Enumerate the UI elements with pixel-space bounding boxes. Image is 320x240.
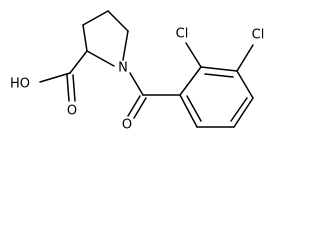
molecule-structure: HO O N O Cl Cl — [10, 10, 265, 133]
ring-nitrogen-label: N — [118, 61, 128, 76]
bond-n-c2 — [86, 50, 115, 67]
bond-ar6-ar1 — [179, 94, 198, 128]
bond-ar2-cl — [185, 42, 202, 68]
acid-carbonyl-oxygen-label: O — [67, 104, 77, 119]
bond-ar4-ar5 — [233, 97, 254, 128]
bond-ar3-ar4 — [236, 70, 254, 99]
amide-carbonyl-oxygen-label: O — [122, 118, 132, 133]
chlorine-label-right: Cl — [252, 28, 265, 43]
bond-carboxyl-double-outer — [66, 74, 70, 102]
bond-aromatic-inner-a — [204, 73, 234, 78]
bond-c5-n — [122, 30, 129, 61]
carboxylic-acid-group — [39, 50, 88, 102]
hydroxyl-label: HO — [10, 77, 30, 92]
amide-carbonyl-group — [127, 72, 181, 119]
bond-c2-c3 — [82, 24, 88, 52]
bond-ar1-ar2 — [179, 66, 202, 96]
bond-c2-carboxyl-carbon — [69, 50, 88, 74]
dichlorophenyl-ring — [179, 66, 254, 128]
chlorine-label-left: Cl — [176, 27, 189, 42]
bond-aromatic-inner-b — [230, 97, 248, 122]
bond-amide-double-inner — [133, 97, 147, 119]
bond-n-carbonyl-carbon — [129, 72, 144, 96]
bond-amide-double-outer — [127, 95, 141, 117]
bond-aromatic-inner-c — [186, 95, 202, 122]
pyrrolidine-ring — [82, 10, 129, 67]
bond-carboxyl-carbon-hydroxyl — [39, 72, 71, 83]
bond-carboxyl-double-inner — [72, 74, 76, 102]
bond-ar2-ar3 — [200, 66, 238, 72]
chlorine-bonds — [185, 42, 254, 72]
bond-ar3-cl — [236, 44, 254, 72]
bond-c3-c4 — [82, 10, 109, 26]
bond-c4-c5 — [107, 10, 129, 32]
